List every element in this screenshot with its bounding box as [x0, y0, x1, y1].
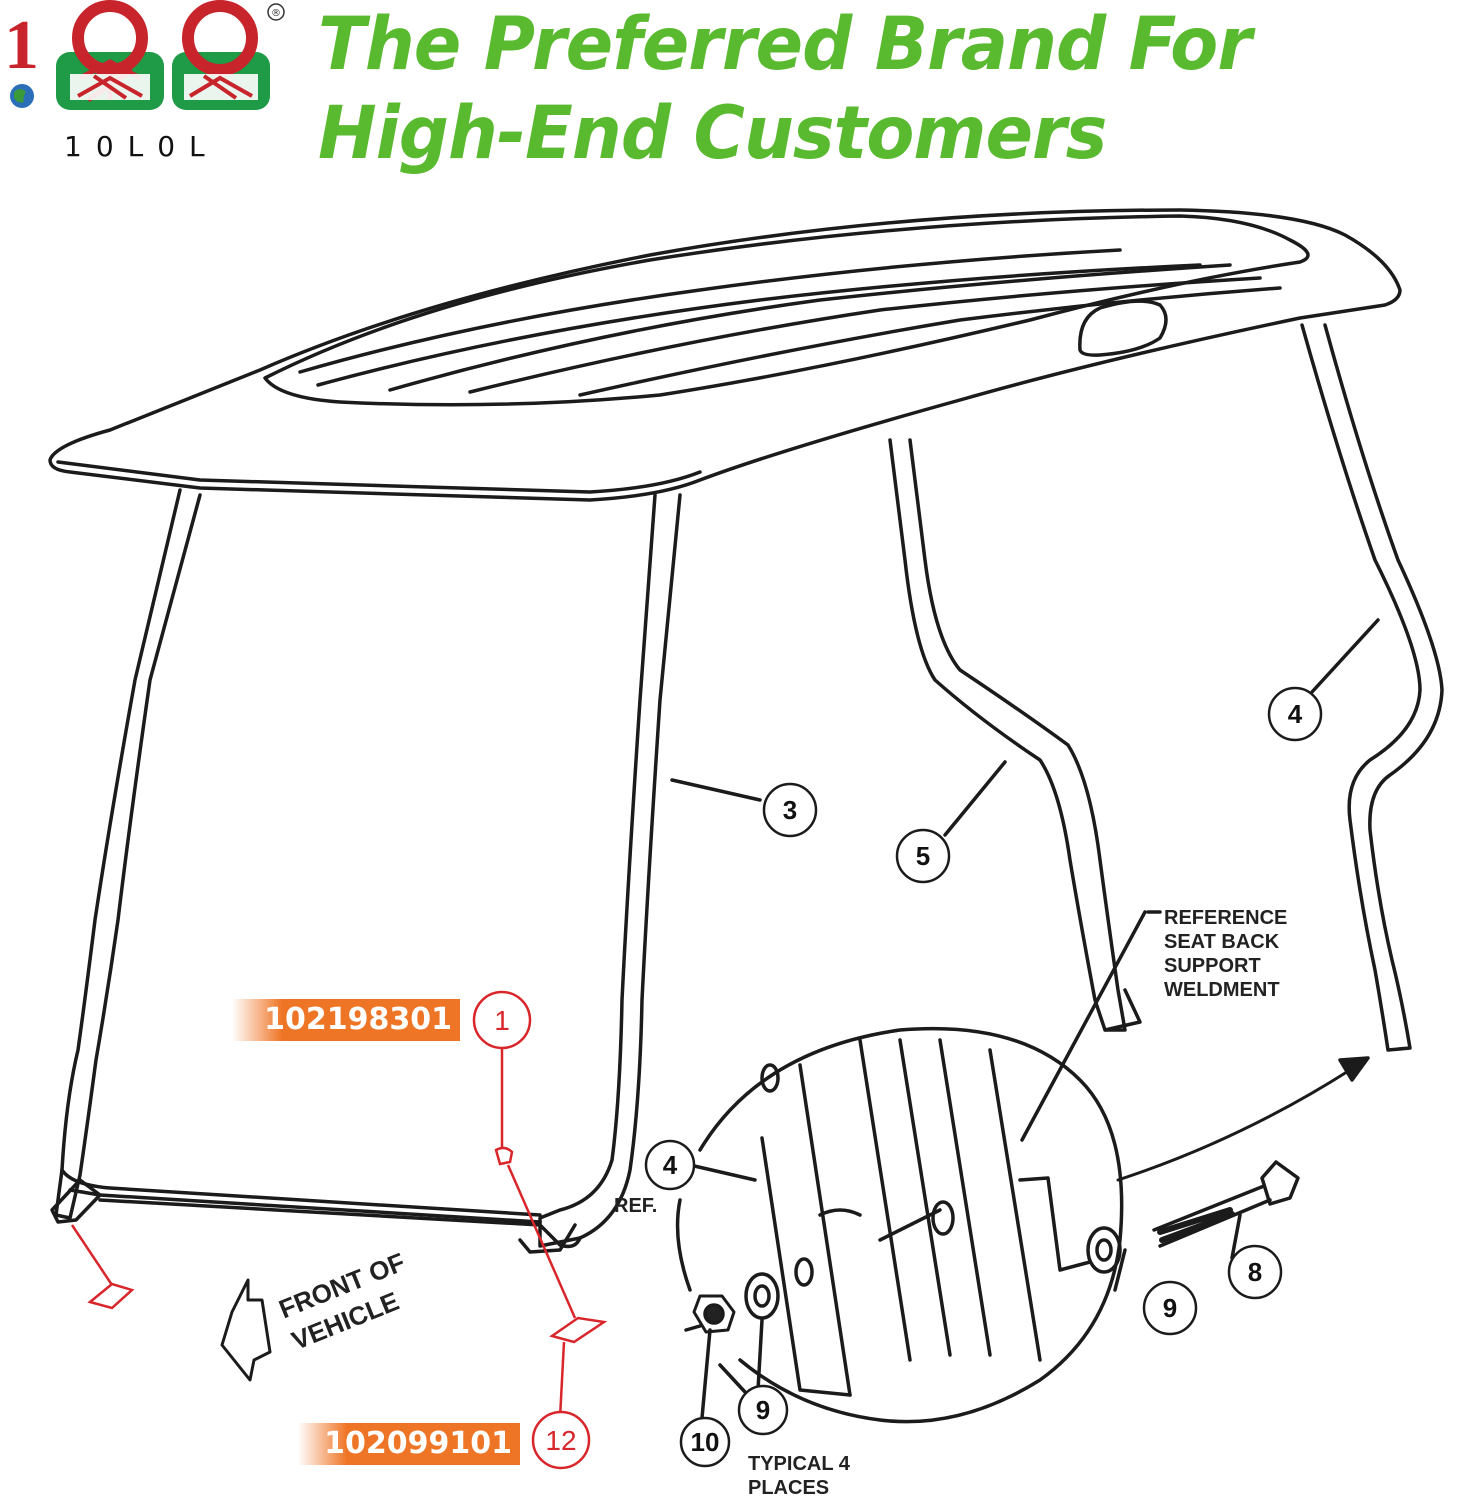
callout-9-right: 9: [1163, 1293, 1177, 1323]
roof-panel: [263, 214, 1310, 407]
nut-plate-left: [87, 1282, 135, 1310]
rear-post-left: [888, 438, 1127, 1032]
reference-line-1: REFERENCE: [1164, 907, 1287, 929]
typical-label: TYPICAL 4 PLACES: [748, 1453, 851, 1499]
brand-logo: 1 ® 10L0L: [0, 0, 300, 170]
svg-text:1: 1: [4, 7, 39, 84]
part-number-tag-12: 102099101: [298, 1423, 520, 1465]
logo-wordmark: 10L0L: [64, 130, 219, 163]
front-of-vehicle-label: FRONT OF VEHICLE: [275, 1247, 409, 1356]
registered-mark: ®: [271, 8, 281, 19]
callout-5: 5: [916, 841, 930, 871]
callout-4-detail: 4: [663, 1150, 678, 1180]
reference-label: REFERENCE SEAT BACK SUPPORT WELDMENT: [1164, 907, 1287, 1001]
washer-detail-right: [1086, 1226, 1122, 1274]
washer-detail-left: [744, 1272, 780, 1320]
logo-graphic: 1 ®: [4, 0, 285, 110]
rear-post-right: [1300, 323, 1444, 1052]
callout-3: 3: [783, 795, 797, 825]
front-of-vehicle-arrow: [220, 1278, 272, 1382]
part-number-tag-1: 102198301: [232, 999, 460, 1041]
nut-plate-right: [549, 1316, 608, 1344]
typical-line-2: PLACES: [748, 1477, 829, 1499]
nut-detail: [692, 1294, 736, 1334]
callout-9-left: 9: [756, 1395, 770, 1425]
callout-4-frame: 4: [1288, 699, 1303, 729]
headline: The Preferred Brand For High-End Custome…: [318, 2, 1252, 176]
callout-12: 12: [545, 1425, 576, 1456]
typical-line-1: TYPICAL 4: [748, 1453, 851, 1475]
reference-line-2: SEAT BACK: [1164, 931, 1280, 953]
callout-1: 1: [494, 1005, 510, 1036]
callout-8: 8: [1248, 1257, 1262, 1287]
reference-line-4: WELDMENT: [1164, 979, 1280, 1001]
red-fastener-parts: [70, 1040, 608, 1419]
front-post-left: [54, 488, 202, 1220]
ref-label: REF.: [614, 1195, 657, 1217]
front-post-right: [538, 493, 682, 1248]
reference-line-3: SUPPORT: [1164, 955, 1261, 977]
callout-10: 10: [691, 1427, 720, 1457]
detail-circle: [698, 1026, 1124, 1424]
roof-outline: [48, 208, 1402, 502]
